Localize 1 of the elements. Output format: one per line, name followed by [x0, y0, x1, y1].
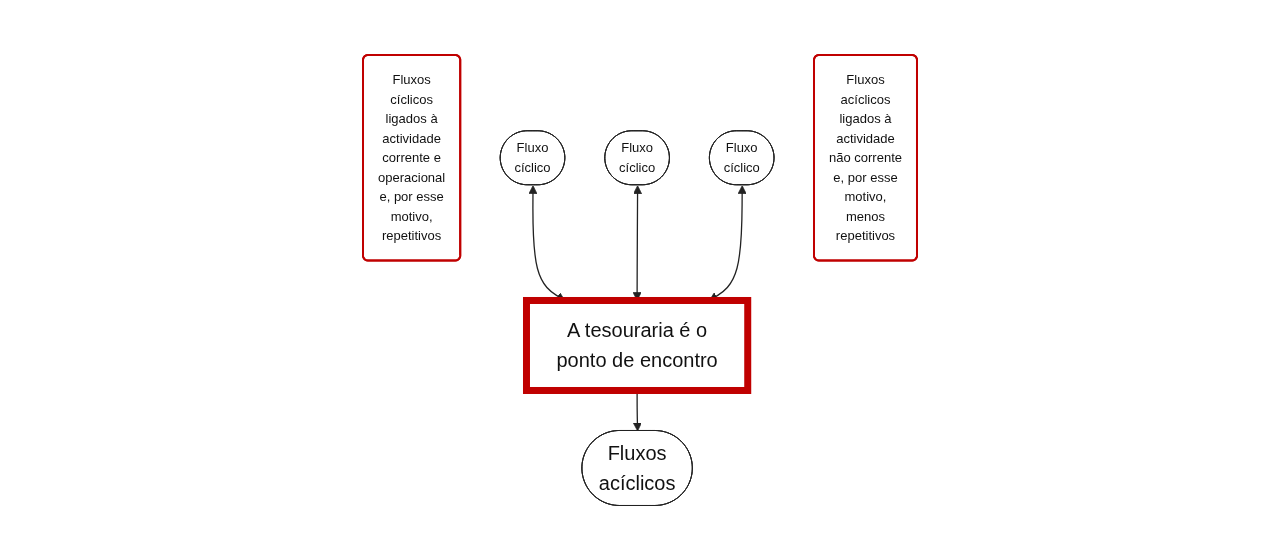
node-box: A tesouraria é o ponto de encontro [523, 296, 752, 394]
